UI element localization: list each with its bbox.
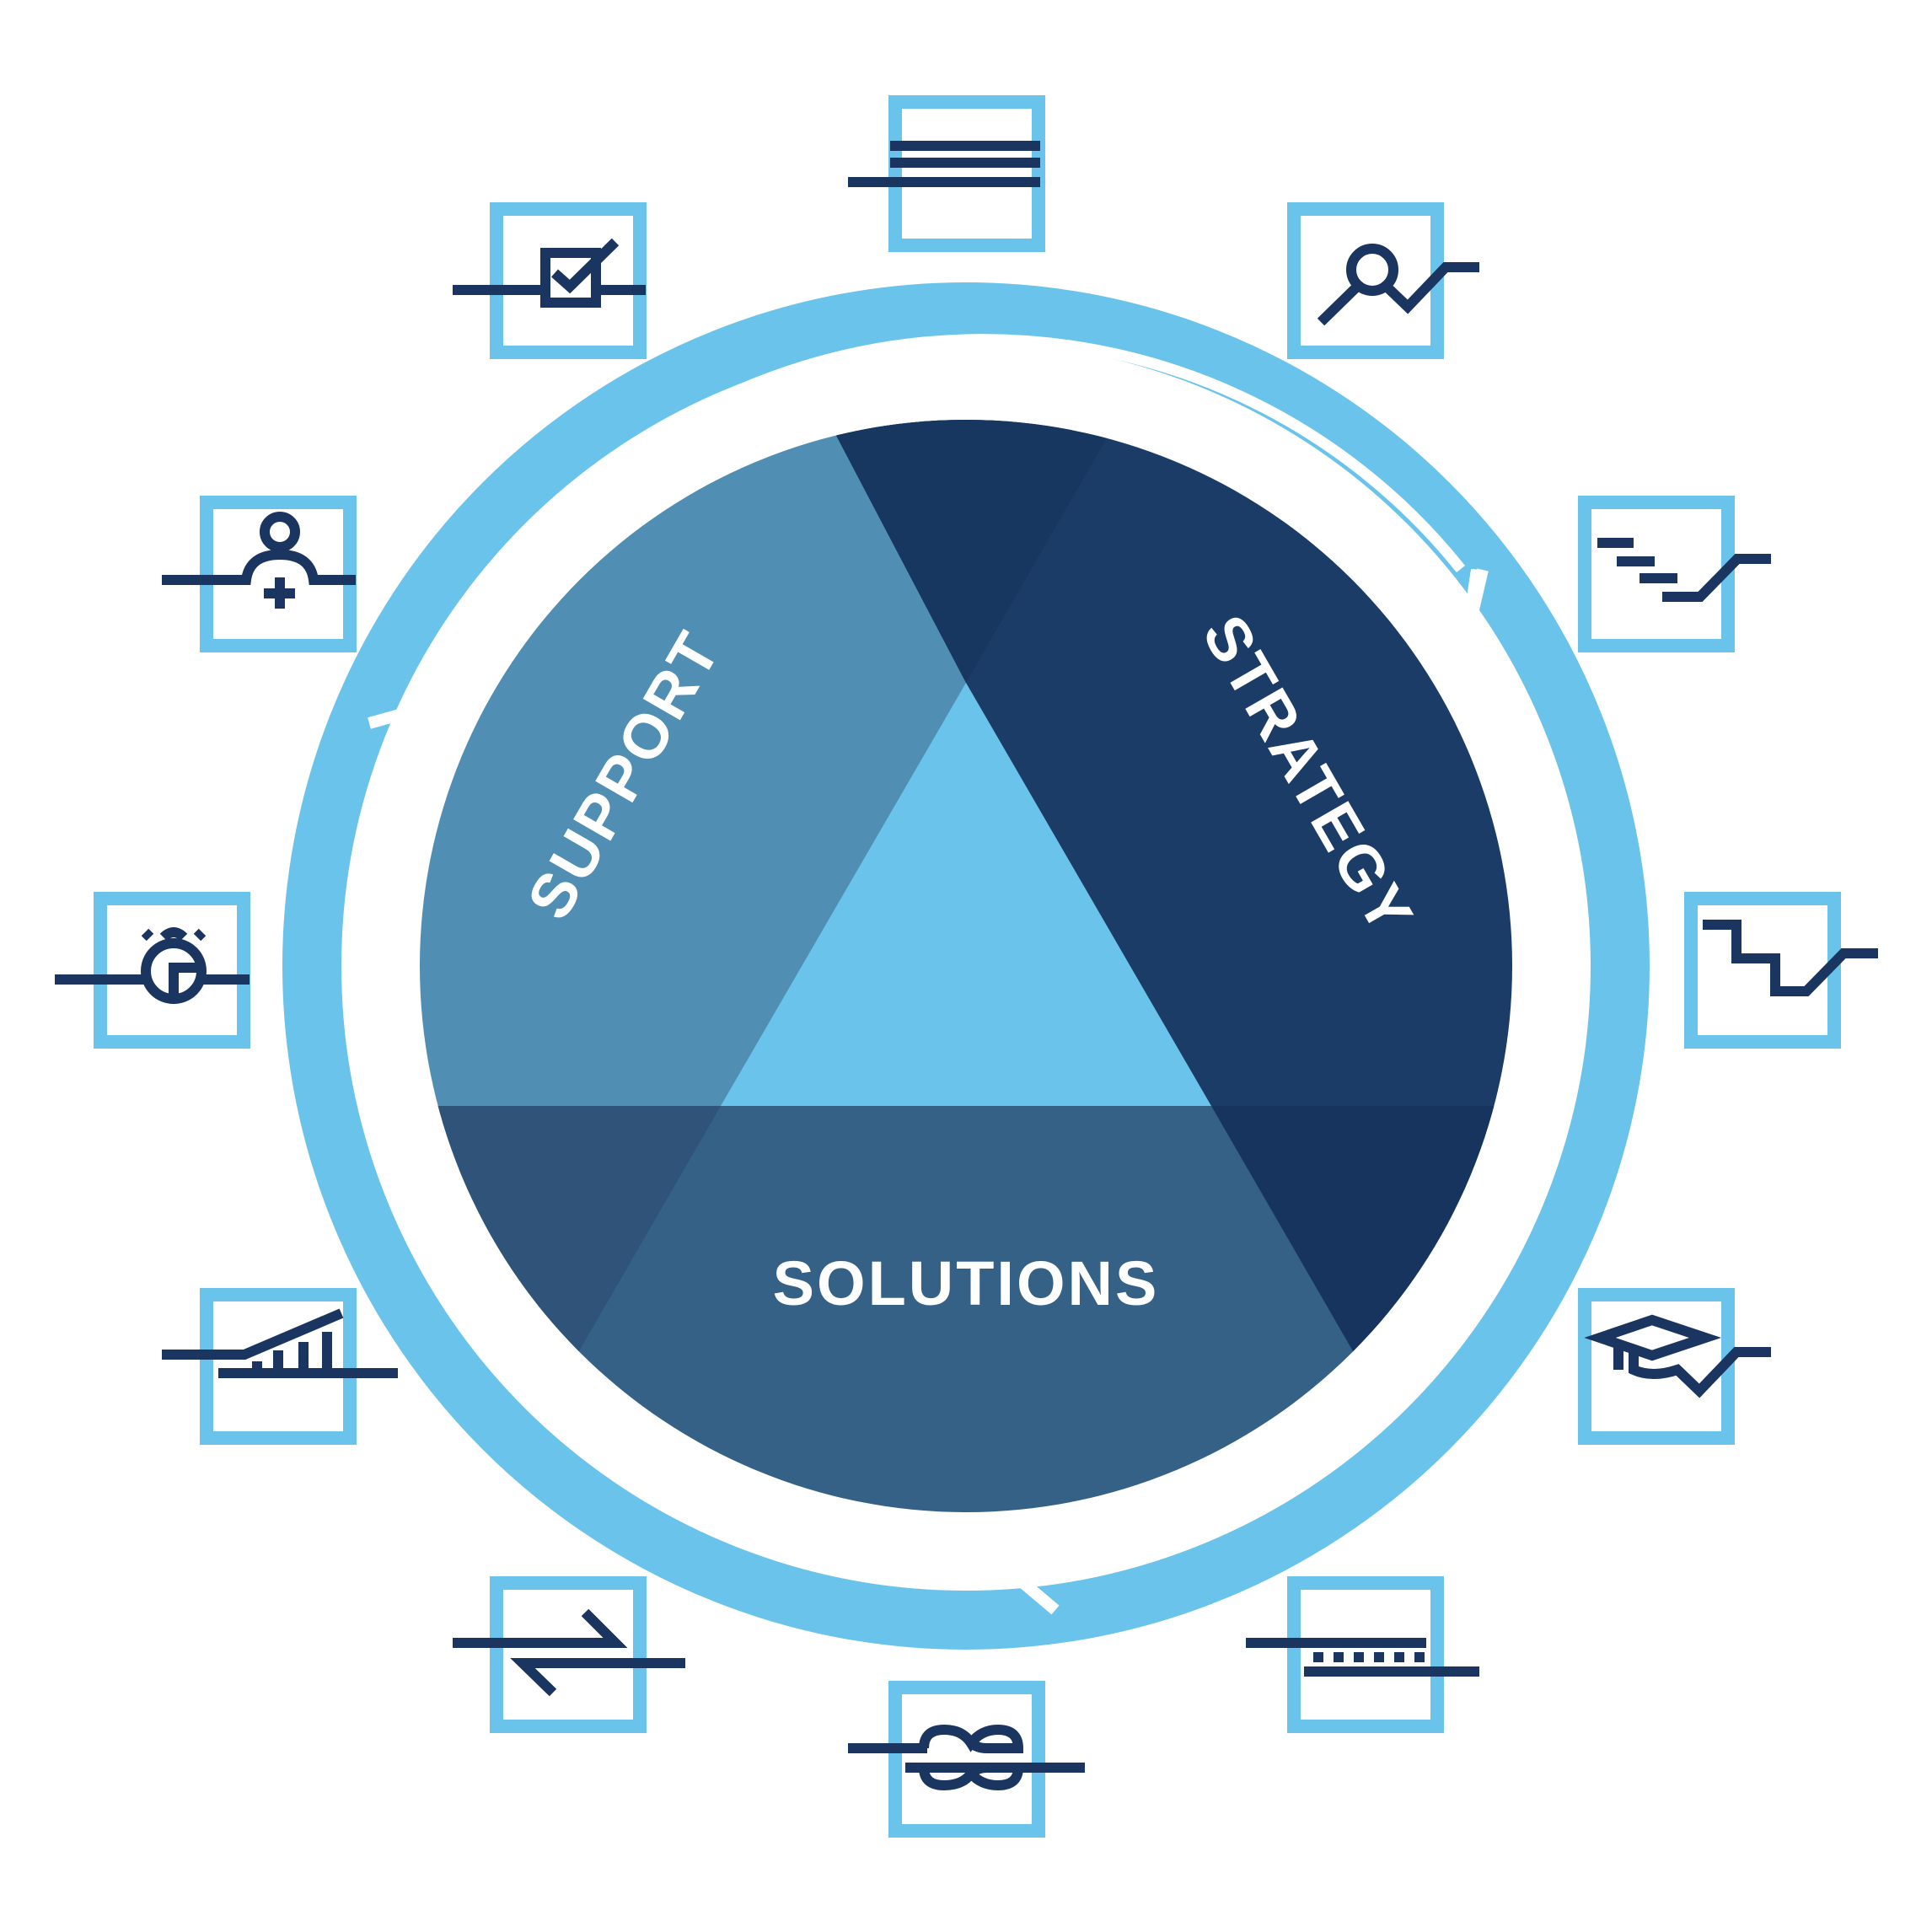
cycle-arc-top [437,334,1466,669]
step-chart-trend-icon [1684,892,1878,1049]
segmented-disc [420,420,1512,1512]
arrowhead-top-right-tip [1449,568,1489,651]
outer-ring [282,282,1650,1650]
stopwatch-icon [55,892,250,1049]
chain-link-icon [848,1681,1085,1838]
icon-ring [55,95,1878,1838]
arrowhead-left [368,700,432,729]
center-triangle [721,683,1211,1106]
user-add-icon [162,496,357,652]
magnifier-trend-icon [1287,202,1479,359]
arrowhead-bottom [997,1559,1060,1615]
solutions-label: SOLUTIONS [773,1248,1160,1318]
cycle-arc-left [353,706,967,1586]
server-rack-icon [1246,1576,1479,1733]
checkbox-approval-icon [453,202,647,359]
arrowheads [368,568,1489,1615]
graduation-cap-trend-icon [1578,1288,1771,1445]
bar-chart-growth-icon [162,1288,398,1445]
staircase-trend-icon [1578,496,1771,652]
cycle-arrows [353,334,1579,1586]
cycle-arc-right [1002,658,1579,1582]
document-lines-icon [848,95,1045,252]
overlap-top [824,420,1121,683]
exchange-arrows-icon [453,1576,685,1733]
